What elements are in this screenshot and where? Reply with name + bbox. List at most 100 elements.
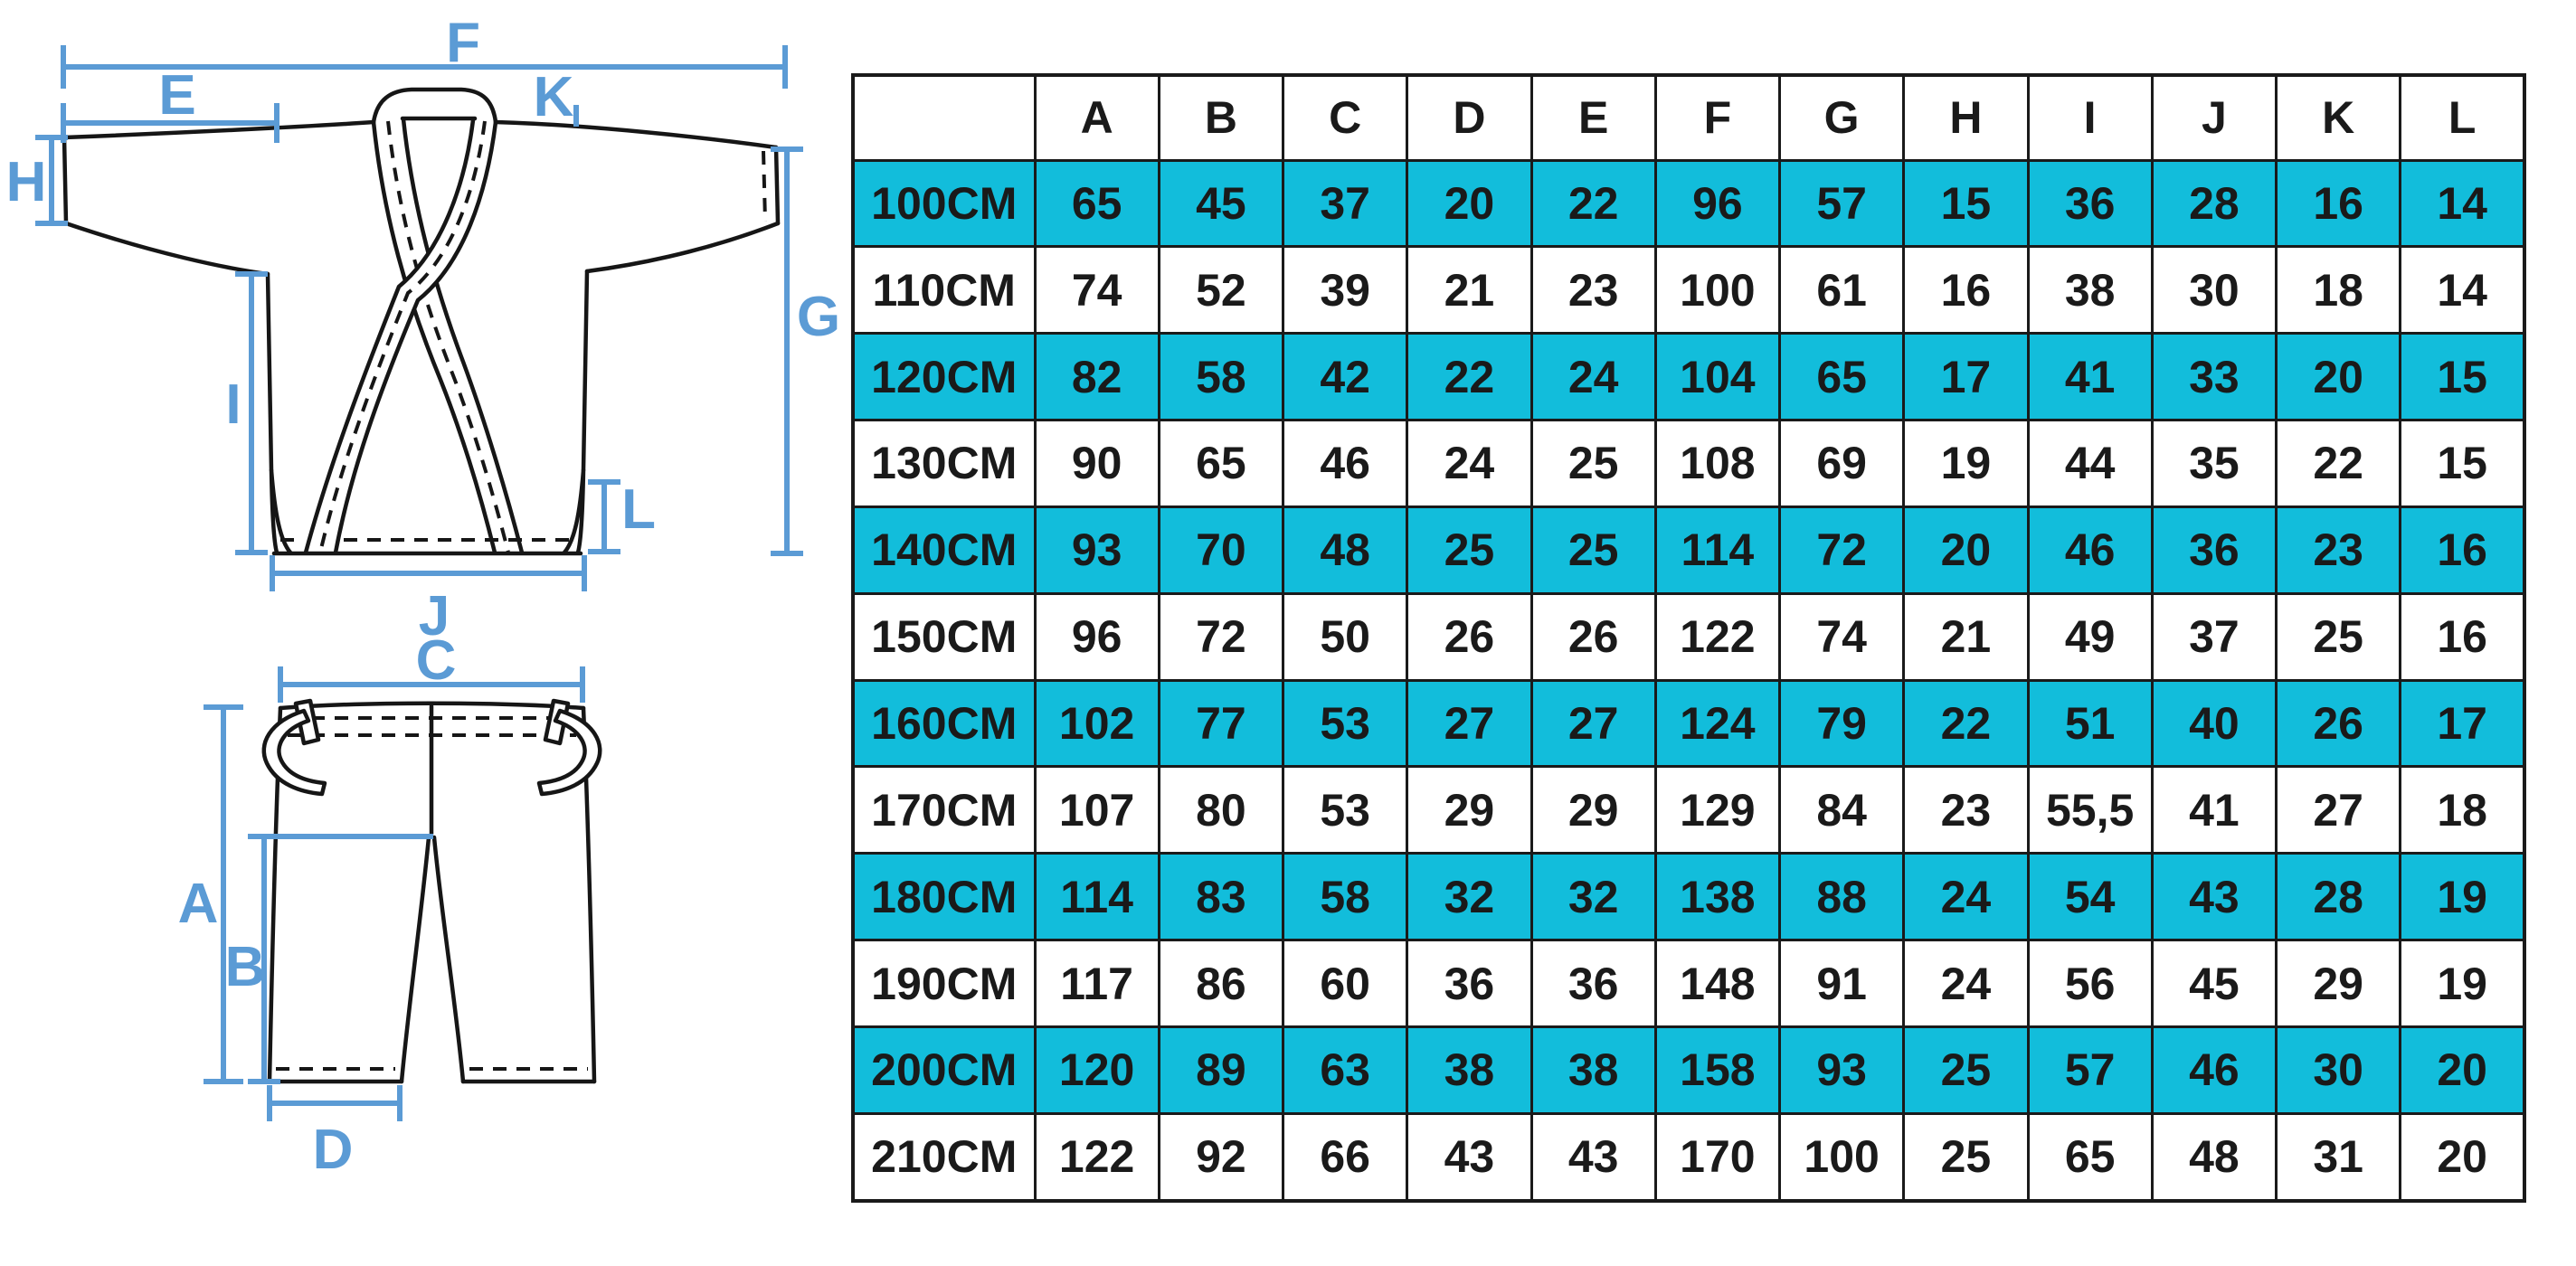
value-cell-170CM-K: 27: [2274, 765, 2402, 855]
value-cell-190CM-C: 60: [1281, 939, 1409, 1028]
value-cell-200CM-A: 120: [1033, 1025, 1160, 1115]
value-cell-110CM-D: 21: [1406, 245, 1533, 335]
value-cell-110CM-E: 23: [1530, 245, 1657, 335]
size-label-cell: 100CM: [851, 158, 1037, 249]
value-cell-180CM-L: 19: [2399, 852, 2526, 942]
size-label-cell: 120CM: [851, 332, 1037, 422]
value-cell-130CM-H: 19: [1902, 419, 2030, 508]
pants-left-cord: [261, 708, 327, 797]
jacket-right-sleeve-top: [493, 119, 779, 150]
value-cell-200CM-C: 63: [1281, 1025, 1409, 1115]
dim-label-L: L: [621, 478, 656, 541]
value-cell-140CM-D: 25: [1406, 505, 1533, 595]
value-cell-140CM-B: 70: [1157, 505, 1285, 595]
value-cell-150CM-B: 72: [1157, 591, 1285, 682]
value-cell-210CM-H: 25: [1902, 1111, 2030, 1203]
value-cell-180CM-K: 28: [2274, 852, 2402, 942]
value-cell-140CM-I: 46: [2026, 505, 2154, 595]
value-cell-170CM-I: 55,5: [2026, 765, 2154, 855]
value-cell-180CM-H: 24: [1902, 852, 2030, 942]
value-cell-190CM-F: 148: [1653, 939, 1782, 1028]
jacket-top-lapel-outer: [333, 119, 498, 555]
dim-label-A: A: [178, 873, 219, 935]
value-cell-170CM-J: 41: [2150, 765, 2278, 855]
dim-L: L: [588, 478, 656, 554]
jacket-top-lapel-inner: [303, 118, 476, 555]
size-label-cell: 130CM: [851, 419, 1037, 508]
value-cell-200CM-E: 38: [1530, 1025, 1657, 1115]
dim-D: D: [267, 1085, 402, 1181]
value-cell-160CM-I: 51: [2026, 678, 2154, 769]
value-cell-170CM-L: 18: [2399, 765, 2526, 855]
value-cell-120CM-I: 41: [2026, 332, 2154, 422]
dim-J: J: [270, 555, 587, 647]
column-header-K: K: [2274, 73, 2402, 162]
value-cell-180CM-D: 32: [1406, 852, 1533, 942]
size-label-cell: 160CM: [851, 678, 1037, 769]
value-cell-210CM-G: 100: [1777, 1111, 1906, 1203]
column-header-L: L: [2399, 73, 2526, 162]
value-cell-130CM-F: 108: [1653, 419, 1782, 508]
value-cell-140CM-A: 93: [1033, 505, 1160, 595]
value-cell-180CM-A: 114: [1033, 852, 1160, 942]
dim-label-K: K: [534, 66, 574, 128]
pants-left-cord-fill: [263, 711, 325, 794]
column-header-E: E: [1530, 73, 1657, 162]
column-header-H: H: [1902, 73, 2030, 162]
value-cell-180CM-J: 43: [2150, 852, 2278, 942]
column-header-A: A: [1033, 73, 1160, 162]
value-cell-150CM-F: 122: [1653, 591, 1782, 682]
value-cell-130CM-K: 22: [2274, 419, 2402, 508]
value-cell-180CM-B: 83: [1157, 852, 1285, 942]
pants-dimensions: C A B D: [178, 629, 585, 1181]
value-cell-140CM-L: 16: [2399, 505, 2526, 595]
pants-left-tie-ribbon: [293, 698, 321, 746]
value-cell-160CM-K: 26: [2274, 678, 2402, 769]
dim-label-H: H: [6, 151, 47, 213]
value-cell-130CM-A: 90: [1033, 419, 1160, 508]
dim-label-B: B: [225, 936, 266, 998]
value-cell-160CM-A: 102: [1033, 678, 1160, 769]
value-cell-190CM-K: 29: [2274, 939, 2402, 1028]
value-cell-160CM-E: 27: [1530, 678, 1657, 769]
value-cell-140CM-H: 20: [1902, 505, 2030, 595]
jacket-under-lapel-inner: [401, 117, 525, 555]
pants-right-tie-ribbon: [543, 698, 571, 746]
dim-F: F: [61, 12, 788, 89]
value-cell-150CM-H: 21: [1902, 591, 2030, 682]
pants-right-cord: [536, 708, 602, 797]
dim-B: B: [225, 834, 433, 1084]
value-cell-100CM-H: 15: [1902, 158, 2030, 249]
value-cell-110CM-I: 38: [2026, 245, 2154, 335]
dim-I: I: [225, 271, 268, 555]
value-cell-110CM-K: 18: [2274, 245, 2402, 335]
jacket-right-slit: [562, 468, 586, 555]
value-cell-210CM-E: 43: [1530, 1111, 1657, 1203]
value-cell-200CM-L: 20: [2399, 1025, 2526, 1115]
jacket-under-lapel-stitch: [386, 120, 510, 553]
value-cell-160CM-J: 40: [2150, 678, 2278, 769]
value-cell-110CM-J: 30: [2150, 245, 2278, 335]
value-cell-120CM-F: 104: [1653, 332, 1782, 422]
value-cell-200CM-G: 93: [1777, 1025, 1906, 1115]
value-cell-130CM-B: 65: [1157, 419, 1285, 508]
value-cell-190CM-H: 24: [1902, 939, 2030, 1028]
value-cell-170CM-A: 107: [1033, 765, 1160, 855]
size-label-cell: 150CM: [851, 591, 1037, 682]
column-header-D: D: [1406, 73, 1533, 162]
value-cell-100CM-K: 16: [2274, 158, 2402, 249]
value-cell-200CM-J: 46: [2150, 1025, 2278, 1115]
value-cell-100CM-G: 57: [1777, 158, 1906, 249]
value-cell-150CM-K: 25: [2274, 591, 2402, 682]
value-cell-190CM-A: 117: [1033, 939, 1160, 1028]
column-header-J: J: [2150, 73, 2278, 162]
pants-right-inner: [431, 835, 466, 1084]
size-label-cell: 190CM: [851, 939, 1037, 1028]
jacket-dimensions: F E K H G I L: [6, 12, 841, 647]
value-cell-150CM-I: 49: [2026, 591, 2154, 682]
